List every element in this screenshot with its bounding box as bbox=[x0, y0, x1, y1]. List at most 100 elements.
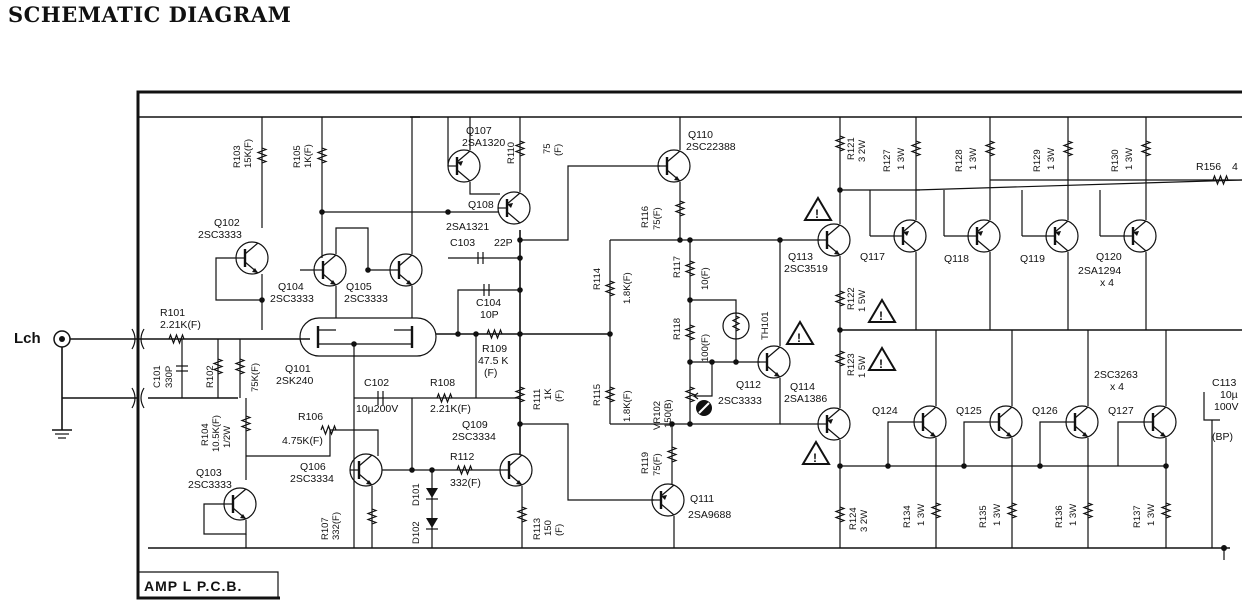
r127-value: 1 3W bbox=[896, 148, 907, 170]
r119-ref: R119 bbox=[640, 452, 651, 474]
q103-part: 2SC3333 bbox=[188, 479, 232, 491]
q112-ref: Q112 bbox=[736, 379, 761, 391]
q110-ref: Q110 bbox=[688, 129, 713, 141]
r109-ref: R109 bbox=[482, 343, 507, 355]
c104-value: 10P bbox=[480, 309, 499, 321]
c113-voltage: 100V bbox=[1214, 401, 1239, 413]
r129-value: 1 3W bbox=[1046, 148, 1057, 170]
r113-tol: (F) bbox=[554, 524, 565, 536]
q110-transistor-icon[interactable] bbox=[656, 148, 692, 184]
r118-value: 100(F) bbox=[700, 334, 711, 362]
q113-transistor-icon[interactable] bbox=[816, 222, 852, 258]
r102-ref: R102 bbox=[205, 365, 216, 388]
r104-value: 10.5K(F) bbox=[211, 415, 222, 452]
r123-warning-mark: ! bbox=[879, 357, 883, 371]
q117-transistor-icon[interactable] bbox=[892, 218, 928, 254]
r135-value: 1 3W bbox=[992, 504, 1003, 526]
r104-power: 1/2W bbox=[222, 426, 233, 448]
c104-ref: C104 bbox=[476, 297, 501, 309]
q118-transistor-icon[interactable] bbox=[966, 218, 1002, 254]
r137-value: 1 3W bbox=[1146, 504, 1157, 526]
r121-value: 3 2W bbox=[857, 140, 868, 162]
vr102-value: 150(B) bbox=[663, 399, 674, 428]
r128-ref: R128 bbox=[954, 149, 965, 172]
q125-transistor-icon[interactable] bbox=[988, 404, 1024, 440]
q119-ref: Q119 bbox=[1020, 253, 1045, 265]
r124-ref: R124 bbox=[848, 507, 859, 530]
q105-transistor-icon[interactable] bbox=[388, 252, 424, 288]
q127-qty: x 4 bbox=[1110, 381, 1124, 393]
q101-dual-fet-icon[interactable] bbox=[299, 317, 437, 357]
r137-ref: R137 bbox=[1132, 505, 1143, 528]
r135-ref: R135 bbox=[978, 505, 989, 528]
r104-ref: R104 bbox=[200, 423, 211, 446]
q111-transistor-icon[interactable] bbox=[650, 482, 686, 518]
q112-warning-mark: ! bbox=[797, 331, 801, 345]
th101-thermistor-icon[interactable] bbox=[722, 312, 750, 340]
q106-ref: Q106 bbox=[300, 461, 326, 473]
d102-diode-icon[interactable] bbox=[426, 518, 438, 530]
adjust-screw-icon[interactable] bbox=[696, 400, 712, 416]
c113-ref: C113 bbox=[1212, 377, 1236, 389]
q109-transistor-icon[interactable] bbox=[498, 452, 534, 488]
q127-transistor-icon[interactable] bbox=[1142, 404, 1178, 440]
q113-ref: Q113 bbox=[788, 251, 813, 263]
q120-transistor-icon[interactable] bbox=[1122, 218, 1158, 254]
q108-transistor-icon[interactable] bbox=[496, 190, 532, 226]
q119-transistor-icon[interactable] bbox=[1044, 218, 1080, 254]
r103-value: 15K(F) bbox=[243, 139, 254, 168]
r123-value: 1 5W bbox=[857, 356, 868, 378]
r107-value: 332(F) bbox=[331, 512, 342, 540]
q101-ref: Q101 bbox=[285, 363, 311, 375]
d101-diode-icon[interactable] bbox=[426, 470, 438, 548]
q124-transistor-icon[interactable] bbox=[912, 404, 948, 440]
board-label: AMP L P.C.B. bbox=[144, 578, 242, 594]
q105-part: 2SC3333 bbox=[344, 293, 388, 305]
c101-ref: C101 bbox=[152, 365, 163, 388]
r134-ref: R134 bbox=[902, 505, 913, 528]
q107-transistor-icon[interactable] bbox=[446, 148, 482, 184]
q127-ref: Q127 bbox=[1108, 405, 1134, 417]
q104-transistor-icon[interactable] bbox=[312, 252, 348, 288]
q120-ref: Q120 bbox=[1096, 251, 1122, 263]
q107-part: 2SA1320 bbox=[462, 137, 505, 149]
c102-value: 10µ200V bbox=[356, 403, 398, 415]
q120-qty: x 4 bbox=[1100, 277, 1114, 289]
r128-value: 1 3W bbox=[968, 148, 979, 170]
r108-ref: R108 bbox=[430, 377, 455, 389]
c113-value: 10µ bbox=[1220, 389, 1238, 401]
r102-value: 75K(F) bbox=[250, 363, 261, 392]
q114-transistor-icon[interactable] bbox=[816, 406, 852, 442]
c103-ref: C103 bbox=[450, 237, 475, 249]
q126-transistor-icon[interactable] bbox=[1064, 404, 1100, 440]
r112-value: 332(F) bbox=[450, 477, 481, 489]
r121-ref: R121 bbox=[846, 137, 857, 160]
r127-ref: R127 bbox=[882, 149, 893, 172]
q109-ref: Q109 bbox=[462, 419, 488, 431]
r111-value: 1K bbox=[543, 388, 554, 400]
q118-ref: Q118 bbox=[944, 253, 969, 265]
q103-ref: Q103 bbox=[196, 467, 222, 479]
r112-ref: R112 bbox=[450, 451, 474, 463]
q103-transistor-icon[interactable] bbox=[222, 486, 258, 522]
board-frame bbox=[136, 90, 1242, 600]
q110-part: 2SC22388 bbox=[686, 141, 736, 153]
r156-ref: R156 bbox=[1196, 161, 1221, 173]
q112-transistor-icon[interactable] bbox=[756, 344, 792, 380]
q104-part: 2SC3333 bbox=[270, 293, 314, 305]
th101-ref: TH101 bbox=[760, 311, 771, 340]
q102-transistor-icon[interactable] bbox=[234, 240, 270, 276]
q106-transistor-icon[interactable] bbox=[348, 452, 384, 488]
vr102-trimmer-icon[interactable] bbox=[685, 362, 713, 403]
q113-warning-mark: ! bbox=[815, 207, 819, 221]
r106-value: 4.75K(F) bbox=[282, 435, 323, 447]
q120-part: 2SA1294 bbox=[1078, 265, 1121, 277]
q124-ref: Q124 bbox=[872, 405, 898, 417]
q104-ref: Q104 bbox=[278, 281, 304, 293]
r114-value: 1.8K(F) bbox=[622, 272, 633, 304]
q114-part: 2SA1386 bbox=[784, 393, 827, 405]
r118-ref: R118 bbox=[672, 318, 683, 340]
r110-tol: (F) bbox=[553, 144, 564, 156]
r111-tol: (F) bbox=[554, 390, 565, 402]
page-title: SCHEMATIC DIAGRAM bbox=[8, 2, 292, 27]
